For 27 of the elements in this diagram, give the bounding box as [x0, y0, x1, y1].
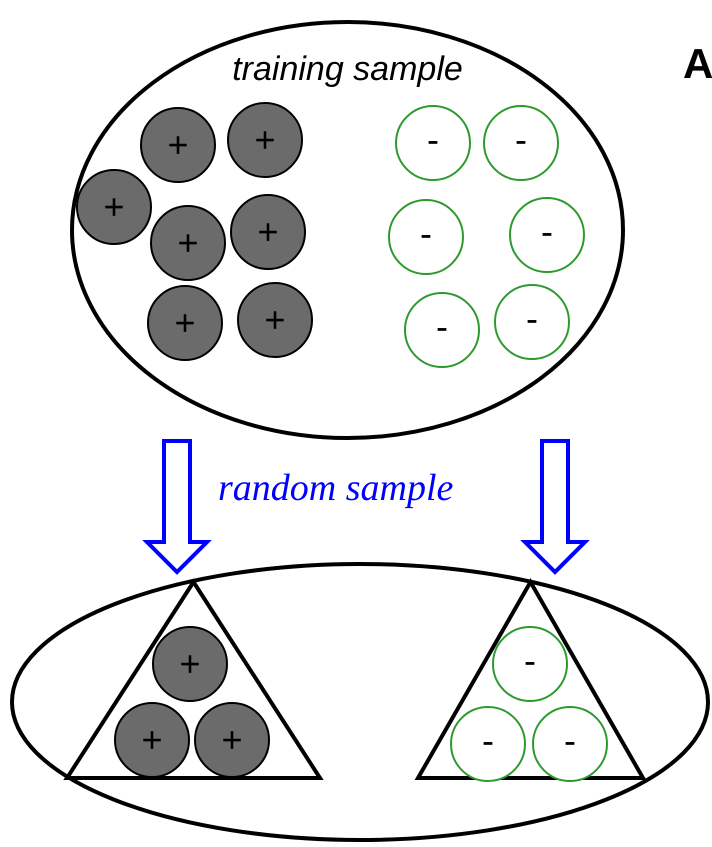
positive-sample-circle: + — [140, 107, 216, 183]
negative-sample-circle: - — [450, 706, 526, 782]
positive-sample-circle: + — [237, 282, 313, 358]
negative-sample-circle: - — [395, 105, 471, 181]
sample-title: training sample — [232, 50, 463, 89]
annotation-text: random sample — [218, 466, 454, 510]
positive-sample-circle: + — [147, 285, 223, 361]
sample-ellipse — [10, 562, 710, 842]
subsample-triangle — [416, 580, 645, 780]
positive-sample-circle: + — [150, 205, 226, 281]
sample-ellipse — [70, 20, 625, 440]
subsample-triangle — [65, 580, 322, 780]
negative-sample-circle: - — [492, 626, 568, 702]
block-arrow — [520, 439, 590, 575]
positive-sample-circle: + — [152, 626, 228, 702]
positive-sample-circle: + — [76, 169, 152, 245]
negative-sample-circle: - — [388, 199, 464, 275]
positive-sample-circle: + — [227, 102, 303, 178]
negative-sample-circle: - — [404, 292, 480, 368]
block-arrow — [142, 439, 212, 575]
positive-sample-circle: + — [194, 702, 270, 778]
positive-sample-circle: + — [114, 702, 190, 778]
negative-sample-circle: - — [494, 284, 570, 360]
negative-sample-circle: - — [509, 197, 585, 273]
positive-sample-circle: + — [230, 194, 306, 270]
negative-sample-circle: - — [483, 105, 559, 181]
negative-sample-circle: - — [532, 706, 608, 782]
